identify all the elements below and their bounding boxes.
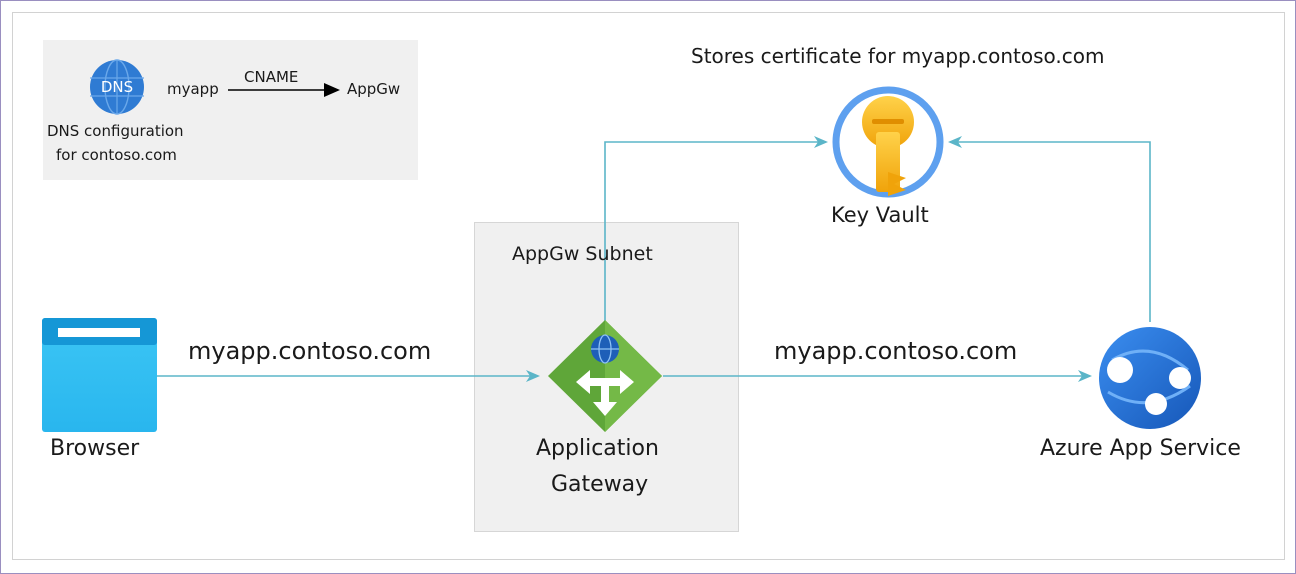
- browser-label: Browser: [50, 436, 140, 461]
- subnet-label: AppGw Subnet: [512, 243, 653, 265]
- dns-icon: DNS: [90, 59, 144, 115]
- edge-label-gateway-to-app-service: myapp.contoso.com: [774, 337, 1018, 365]
- key-vault-icon: [832, 86, 944, 198]
- connector-app-service-to-key-vault: [948, 136, 1151, 322]
- dns-icon-text: DNS: [101, 78, 133, 96]
- browser-icon: [42, 318, 157, 432]
- key-vault-note: Stores certificate for myapp.contoso.com: [691, 44, 1105, 68]
- connector-gateway-to-key-vault: [604, 136, 828, 324]
- gateway-label-line2: Gateway: [551, 472, 649, 497]
- dns-record-target: AppGw: [347, 80, 401, 98]
- dns-record-type: CNAME: [244, 68, 299, 86]
- dns-record-name: myapp: [167, 80, 219, 98]
- key-vault-label: Key Vault: [831, 203, 929, 227]
- dns-caption-line2: for contoso.com: [56, 146, 177, 164]
- application-gateway-icon: [548, 320, 662, 432]
- app-service-icon: [1099, 327, 1201, 429]
- dns-caption-line1: DNS configuration: [47, 122, 184, 140]
- edge-label-browser-to-gateway: myapp.contoso.com: [188, 337, 432, 365]
- app-service-label: Azure App Service: [1040, 436, 1241, 461]
- gateway-label-line1: Application: [536, 436, 659, 461]
